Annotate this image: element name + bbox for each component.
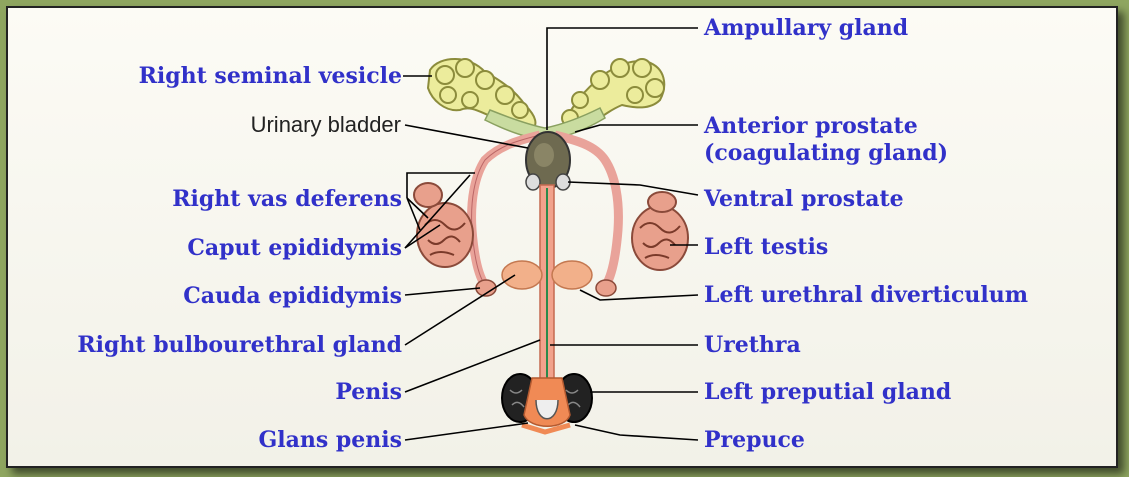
label-left-testis: Left testis [704, 235, 828, 259]
label-ampullary-gland: Ampullary gland [704, 16, 908, 40]
label-cauda-epididymis: Cauda epididymis [183, 284, 402, 308]
label-penis: Penis [335, 380, 402, 404]
label-left-preputial-gland: Left preputial gland [704, 380, 951, 404]
label-left-urethral-diverticulum: Left urethral diverticulum [704, 283, 1028, 307]
label-caput-epididymis: Caput epididymis [187, 236, 402, 260]
label-prepuce: Prepuce [704, 428, 805, 452]
label-right-bulbourethral-gland: Right bulbourethral gland [77, 333, 402, 357]
left-testis-shape [632, 192, 688, 270]
label-glans-penis: Glans penis [258, 428, 402, 452]
label-coagulating-gland: (coagulating gland) [704, 141, 948, 165]
label-urinary-bladder: Urinary bladder [251, 113, 401, 137]
label-ventral-prostate: Ventral prostate [704, 187, 904, 211]
label-right-seminal-vesicle: Right seminal vesicle [139, 64, 402, 88]
right-testis-shape [414, 183, 473, 267]
label-anterior-prostate: Anterior prostate [704, 114, 918, 138]
label-right-vas-deferens: Right vas deferens [172, 187, 402, 211]
label-urethra: Urethra [704, 333, 801, 357]
